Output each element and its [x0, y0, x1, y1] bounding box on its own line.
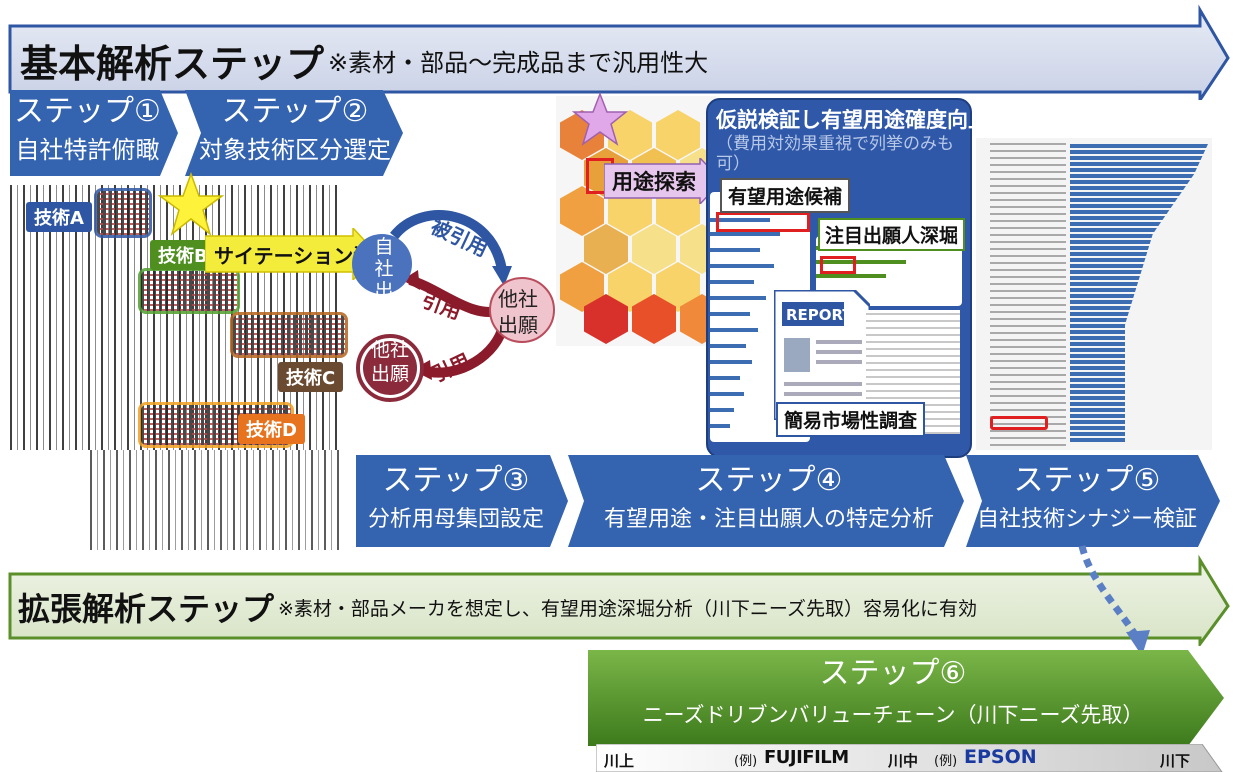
extended-note: ※素材・部品メーカを想定し、有望用途深堀分析（川下ニーズ先取）容易化に有効: [278, 597, 977, 620]
star-icon-pink: [572, 92, 628, 146]
citation-diagram: [352, 210, 555, 402]
step2-desc: 対象技術区分選定: [199, 136, 391, 164]
cluster-a: [94, 188, 152, 238]
step6-box: ステップ⑥ ニーズドリブンバリューチェーン（川下ニーズ先取）: [598, 652, 1188, 734]
ranking-chart: [976, 138, 1212, 450]
step5-label: ステップ⑤: [1013, 463, 1161, 498]
midstream-label: 川中: [888, 752, 919, 770]
dotted-connector: [1078, 545, 1150, 656]
step6-label: ステップ⑥: [819, 656, 967, 691]
step4-desc: 有望用途・注目出願人の特定分析: [603, 507, 934, 532]
step5-desc: 自社技術シナジー検証: [976, 507, 1197, 532]
step3-desc: 分析用母集団設定: [367, 507, 544, 532]
step4-label: ステップ④: [695, 463, 843, 498]
step3-box: ステップ③ 分析用母集団設定: [356, 460, 556, 538]
cluster-c: [230, 312, 348, 358]
step5-chevron: [966, 455, 1220, 547]
basic-note: ※素材・部品～完成品まで汎用性大: [328, 48, 709, 77]
citation-method: サイテーション法: [214, 244, 374, 268]
panel-title: 仮説検証し有望用途確度向上: [716, 108, 989, 132]
fujifilm-logo: FUJIFILM: [764, 747, 849, 768]
basic-title-row: 基本解析ステップ ※素材・部品～完成品まで汎用性大: [20, 32, 708, 88]
explore-label: 用途探索: [612, 170, 696, 194]
tech-c-tag: 技術C: [278, 362, 344, 392]
survey-label: 簡易市場性調査: [776, 402, 926, 437]
step2-label: ステップ②: [221, 94, 369, 129]
step2-box: ステップ② 対象技術区分選定: [195, 92, 395, 168]
basic-title: 基本解析ステップ: [20, 41, 325, 86]
example-1: (例): [734, 754, 758, 769]
downstream-label: 川下: [1160, 752, 1191, 770]
extended-title: 拡張解析ステップ: [18, 590, 275, 628]
step2-chevron: [185, 90, 403, 176]
extended-arrow: [8, 554, 1230, 646]
step6-desc: ニーズドリブンバリューチェーン（川下ニーズ先取）: [642, 703, 1144, 727]
step1-box: ステップ① 自社特許俯瞰: [10, 92, 165, 168]
candidate-label: 有望用途候補: [720, 178, 851, 213]
example-2: (例): [934, 754, 958, 769]
other-application-2: 他社出願: [370, 339, 409, 385]
own-application: 自社出願: [374, 236, 394, 324]
step6-arrow: [588, 650, 1224, 746]
value-chain-bar: [596, 744, 1223, 772]
step1-chevron: [10, 90, 178, 176]
applicant-label: 注目出願人深堀: [818, 218, 966, 251]
report-icon: [774, 290, 870, 420]
upstream-label: 川上: [604, 752, 635, 770]
step4-box: ステップ④ 有望用途・注目出願人の特定分析: [584, 460, 954, 538]
other-application: 他社出願: [498, 287, 538, 337]
epson-logo: EPSON: [964, 746, 1037, 768]
step1-label: ステップ①: [14, 94, 161, 129]
star-icon: [158, 172, 224, 237]
report-title: REPORT: [786, 306, 853, 324]
step1-desc: 自社特許俯瞰: [15, 136, 160, 164]
extended-title-row: 拡張解析ステップ ※素材・部品メーカを想定し、有望用途深堀分析（川下ニーズ先取）…: [18, 580, 977, 634]
step5-box: ステップ⑤ 自社技術シナジー検証: [970, 460, 1204, 538]
step3-label: ステップ③: [382, 463, 530, 498]
cluster-b: [138, 268, 240, 314]
tech-d-tag: 技術D: [238, 414, 305, 444]
panel-sub: （費用対効果重視で列挙のみも可）: [716, 134, 954, 174]
step4-chevron: [568, 455, 964, 547]
step3-chevron: [356, 455, 568, 547]
tech-a-tag: 技術A: [26, 202, 92, 232]
patent-map-lower: [90, 450, 340, 550]
